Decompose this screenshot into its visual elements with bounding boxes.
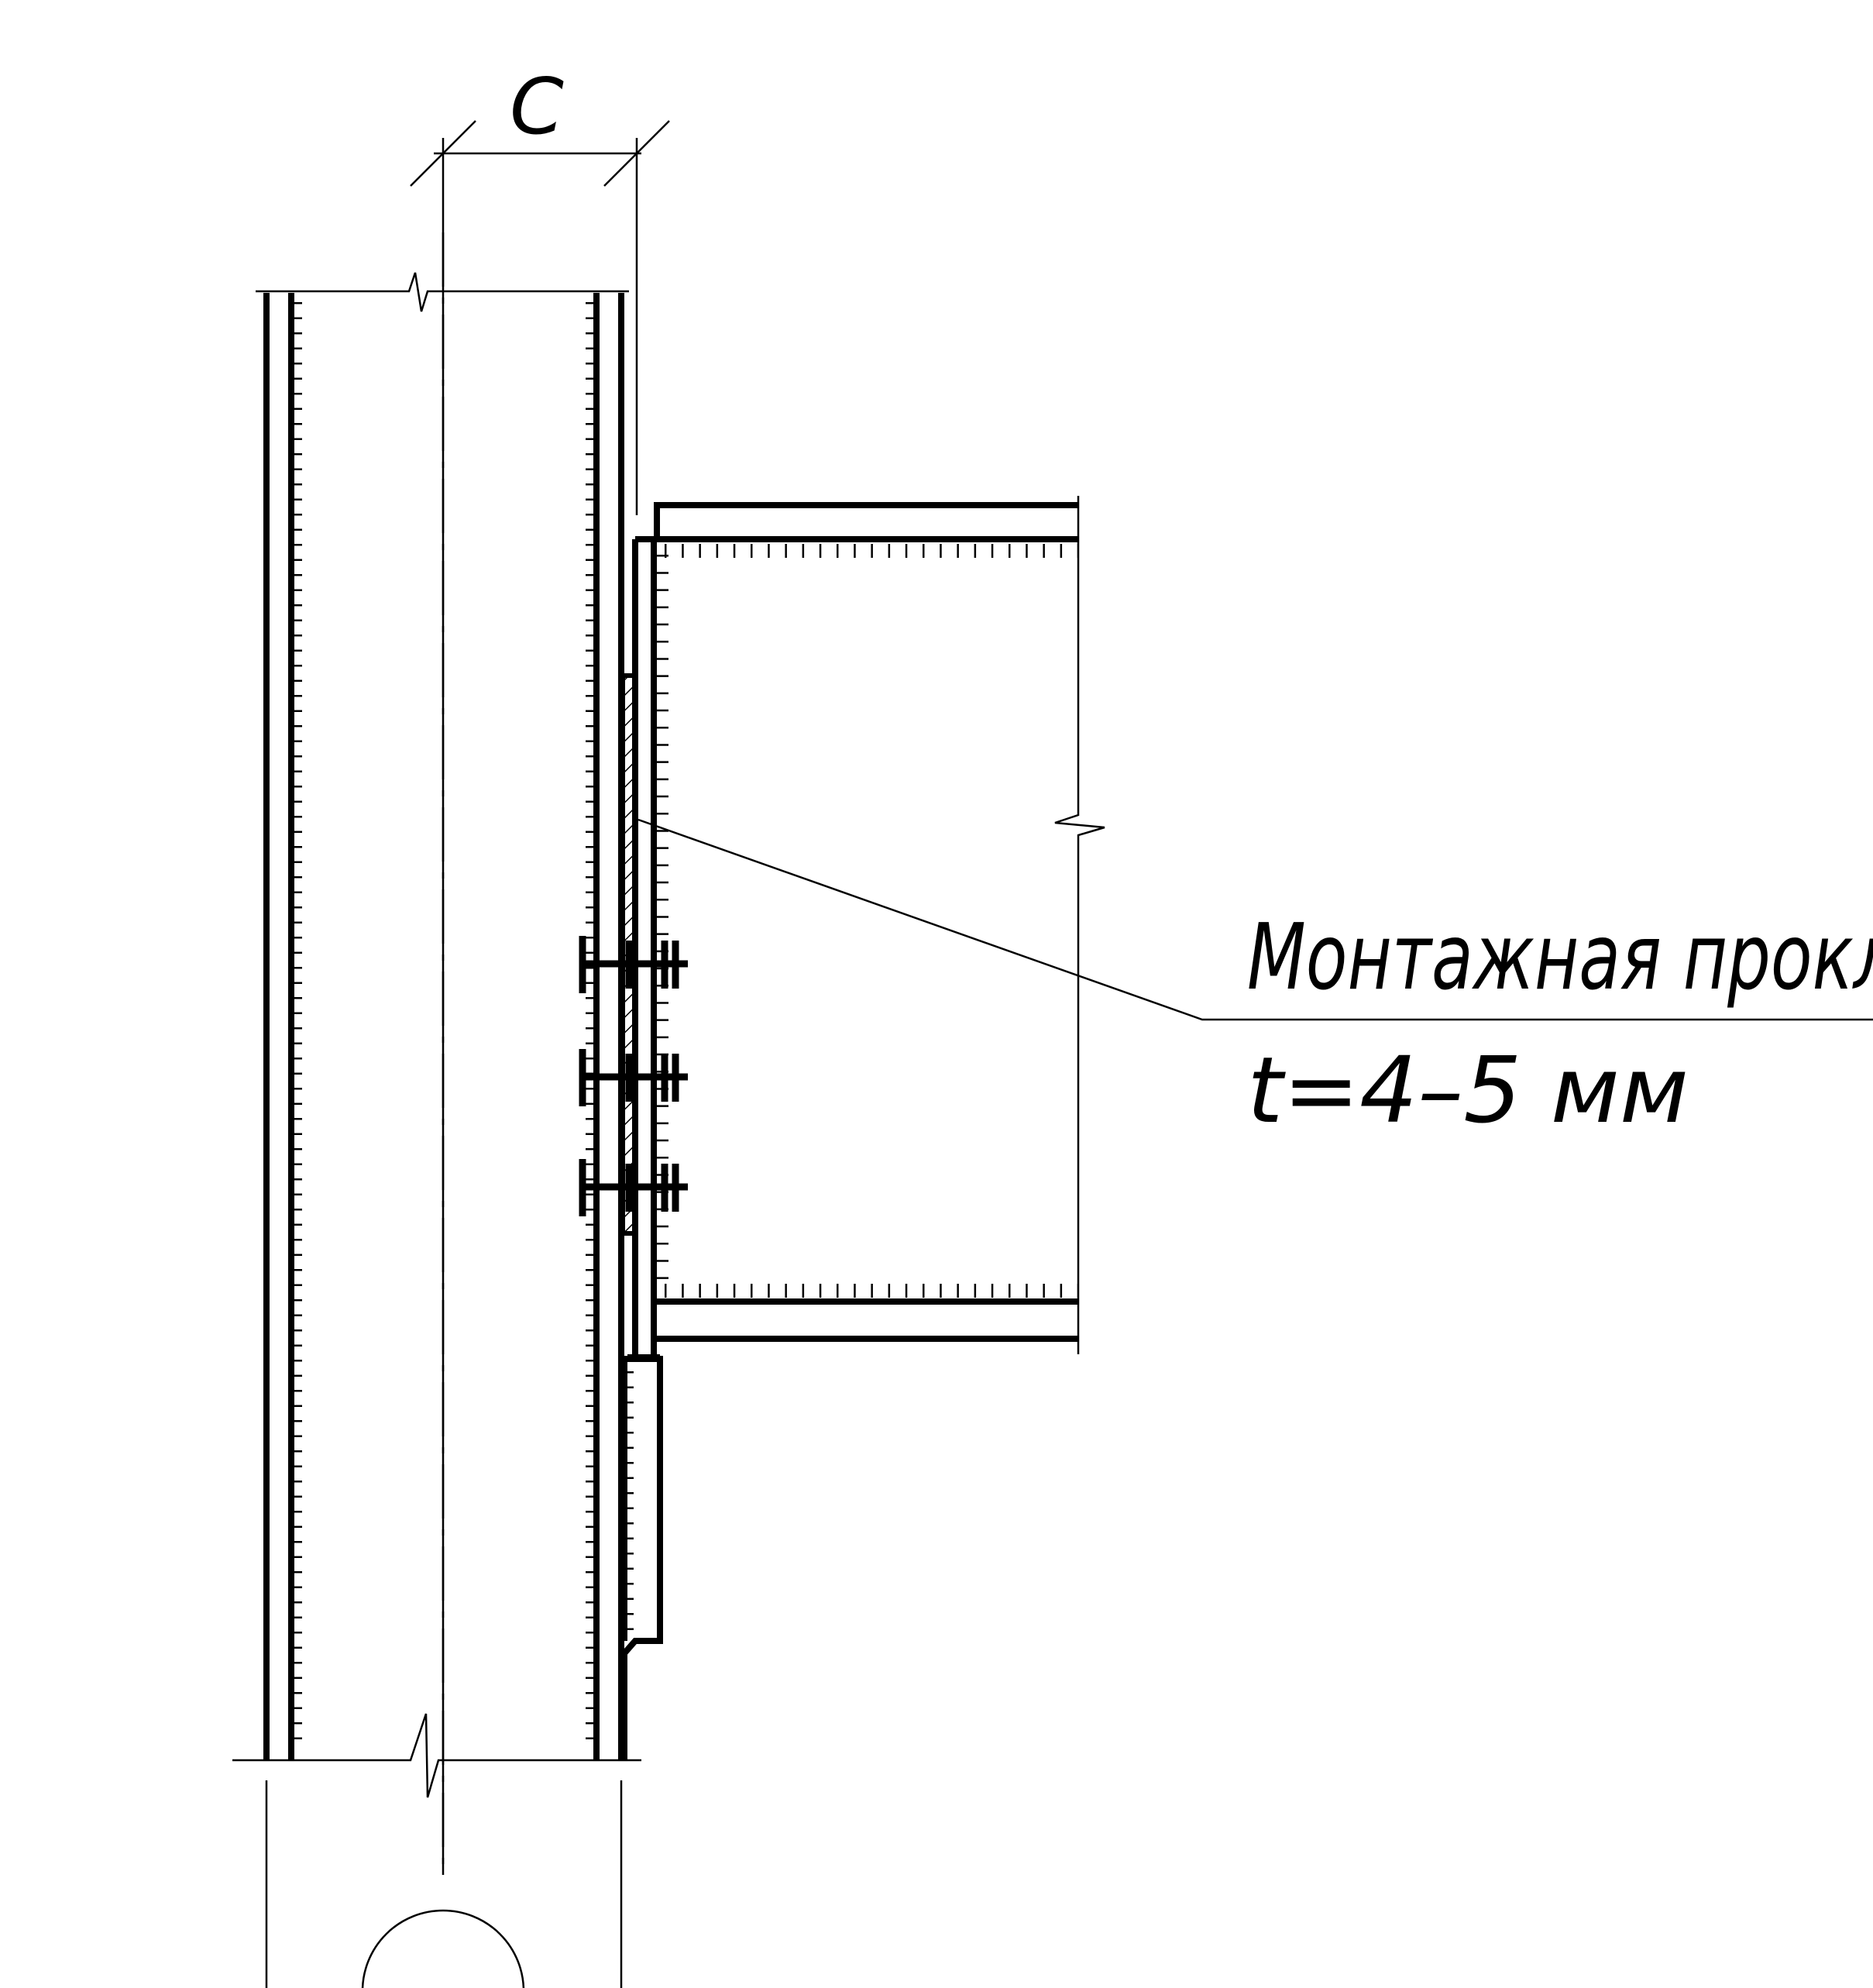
tick-mark-left (410, 120, 476, 187)
column (232, 232, 641, 1988)
support-table (621, 1356, 663, 1760)
support-table-outline (621, 1356, 663, 1760)
beam-top-flange-outer (654, 502, 1078, 542)
bottom-break-line (232, 1713, 641, 1798)
beam-break-line (1054, 496, 1105, 1354)
callout-text-line2: t=4–5 мм (1247, 1037, 1689, 1144)
bolt-2 (579, 1049, 688, 1106)
tick-mark-right (603, 120, 670, 187)
grid-axis-circle (361, 1909, 525, 1988)
callout-text-line1: Монтажная прокладка (1247, 903, 1873, 1010)
dimension-label-c: C (510, 61, 564, 152)
bolt-3 (579, 1159, 688, 1216)
callout-leader-line (638, 818, 1873, 1021)
bolts (579, 936, 688, 1216)
top-break-line (256, 272, 629, 312)
bolt-1 (579, 936, 688, 993)
beam (627, 496, 1105, 1360)
